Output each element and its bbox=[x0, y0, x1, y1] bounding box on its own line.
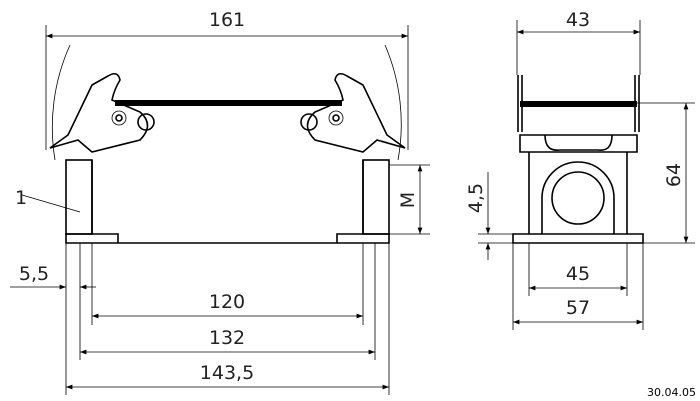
dim-thread: M bbox=[397, 192, 419, 208]
dim-hole-offset: 5,5 bbox=[19, 263, 49, 285]
dim-foot-height: 4,5 bbox=[465, 183, 487, 213]
lid-bar bbox=[115, 100, 342, 106]
dim-overall-width: 161 bbox=[209, 9, 245, 31]
front-view bbox=[10, 25, 430, 395]
part-callout: 1 bbox=[15, 187, 27, 209]
dim-inner-spacing: 120 bbox=[209, 291, 245, 313]
dim-hole-spacing: 132 bbox=[209, 327, 245, 349]
drawing-date: 30.04.05 bbox=[647, 386, 696, 399]
dim-base-length: 143,5 bbox=[200, 362, 254, 384]
dim-overall-height: 64 bbox=[663, 163, 685, 187]
dim-base-width: 57 bbox=[566, 297, 590, 319]
dim-side-hole-spacing: 45 bbox=[566, 263, 590, 285]
side-view bbox=[478, 20, 695, 330]
dim-top-width: 43 bbox=[566, 9, 590, 31]
